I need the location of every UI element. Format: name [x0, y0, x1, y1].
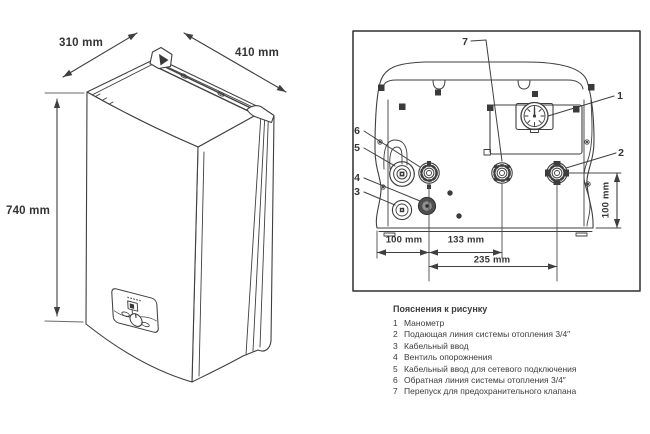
legend-item-text: Кабельный ввод	[404, 340, 469, 351]
panel-button-left	[121, 311, 130, 317]
legend-item-number: 3	[393, 340, 398, 351]
legend-item: 7 Перепуск для предохранительного клапан…	[393, 386, 643, 397]
legend-item-number: 6	[393, 375, 398, 386]
legend-item-number: 4	[393, 352, 398, 363]
legend-item-text: Манометр	[404, 318, 445, 328]
legend-item-text: Подающая линия системы отопления 3/4″	[404, 329, 571, 340]
dim-label-depth: 310 mm	[58, 37, 104, 49]
return-line-fitting	[418, 161, 440, 189]
panel-button-right	[141, 321, 150, 328]
dim-label-height: 740 mm	[5, 205, 51, 217]
dim-label-width: 410 mm	[234, 47, 280, 59]
drain-valve	[417, 196, 437, 216]
isometric-view	[44, 32, 287, 383]
dim-label-100-bottom: 100 mm	[385, 234, 423, 246]
legend-item: 5 Кабельный ввод для сетевого подключени…	[393, 364, 643, 375]
figure-legend: Пояснения к рисунку 1 Манометр 2 Подающа…	[393, 304, 643, 398]
legend-item-text: Обратная линия системы отопления 3/4″	[404, 375, 566, 386]
wall-bracket	[383, 139, 408, 170]
mounting-rail	[157, 63, 257, 115]
mains-cable-gland	[389, 161, 415, 187]
legend-item: 1 Манометр	[393, 318, 643, 329]
callout-5: 5	[354, 142, 360, 154]
isometric-dimension-lines	[44, 32, 287, 323]
callout-leader-lines	[363, 39, 617, 206]
legend-item-text: Вентиль опорожнения	[404, 352, 493, 363]
top-bracket	[149, 46, 173, 70]
callout-6: 6	[354, 125, 360, 137]
dim-label-235: 235 mm	[473, 254, 511, 266]
legend-item-number: 1	[393, 318, 398, 328]
legend-item-number: 7	[393, 386, 398, 397]
shell-outline	[374, 61, 595, 229]
dim-label-100-side: 100 mm	[600, 181, 612, 219]
legend-title: Пояснения к рисунку	[393, 304, 488, 314]
legend-item-number: 5	[393, 363, 398, 374]
panel-display	[127, 300, 139, 312]
callout-2: 2	[618, 147, 624, 159]
legend-item-number: 2	[393, 329, 398, 340]
legend-item: 4 Вентиль опорожнения	[393, 352, 643, 363]
cable-gland	[391, 199, 413, 221]
callout-7: 7	[462, 36, 468, 48]
bottom-view	[352, 30, 641, 292]
right-bracket	[246, 105, 275, 124]
panel-indicator-lights	[127, 296, 141, 302]
safety-valve-outlet	[491, 162, 513, 184]
control-panel	[111, 288, 159, 333]
supply-line-fitting	[545, 161, 569, 185]
legend-item-text: Перепуск для предохранительного клапана	[404, 386, 577, 397]
dim-label-133: 133 mm	[447, 234, 485, 246]
callout-4: 4	[354, 172, 360, 184]
boiler-side-face	[191, 109, 275, 383]
callout-1: 1	[617, 90, 623, 102]
bottom-view-dimension-lines	[376, 172, 622, 282]
legend-item: 2 Подающая линия системы отопления 3/4″	[393, 329, 643, 340]
callout-3: 3	[354, 186, 360, 198]
legend-item: 6 Обратная линия системы отопления 3/4″	[393, 375, 643, 386]
legend-item-text: Кабельный ввод для сетевого подключения	[404, 363, 577, 374]
legend-item: 3 Кабельный ввод	[393, 341, 643, 352]
